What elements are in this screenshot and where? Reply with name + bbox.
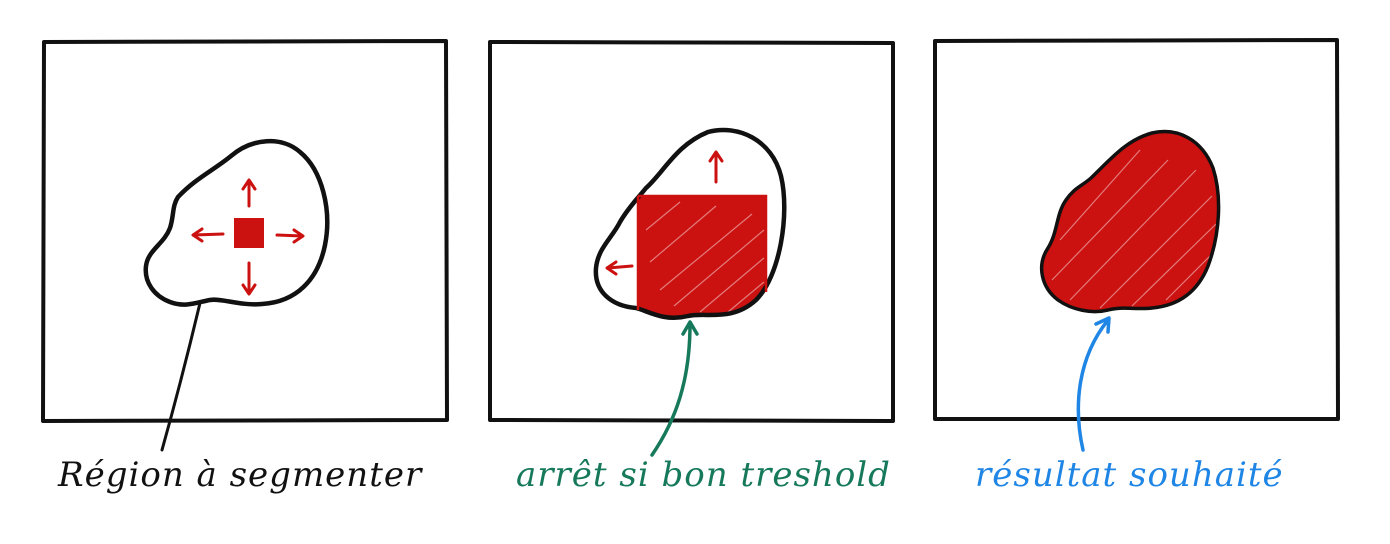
pointer-line: [160, 301, 202, 452]
grown-region: [638, 196, 766, 318]
panel-result: [933, 38, 1340, 452]
caption-stop-threshold: arrêt si bon treshold: [516, 455, 891, 495]
arrow-icon: [605, 150, 724, 276]
caption-region-to-segment: Région à segmenter: [58, 455, 423, 495]
panel-frame: [933, 38, 1340, 421]
arrow-icon: [191, 178, 305, 296]
region-outline: [593, 127, 787, 320]
panel-initial: [41, 39, 449, 452]
pointer-arrow: [1076, 316, 1111, 452]
seed-square: [234, 218, 264, 248]
panel-frame: [41, 39, 449, 423]
caption-desired-result: résultat souhaité: [975, 455, 1284, 495]
square-boundary: [636, 194, 768, 310]
panel-frame: [488, 40, 895, 423]
region-outline: [143, 139, 330, 307]
pointer-arrow: [650, 320, 699, 457]
segmented-region: [1039, 129, 1221, 314]
panel-stop: [488, 40, 895, 457]
